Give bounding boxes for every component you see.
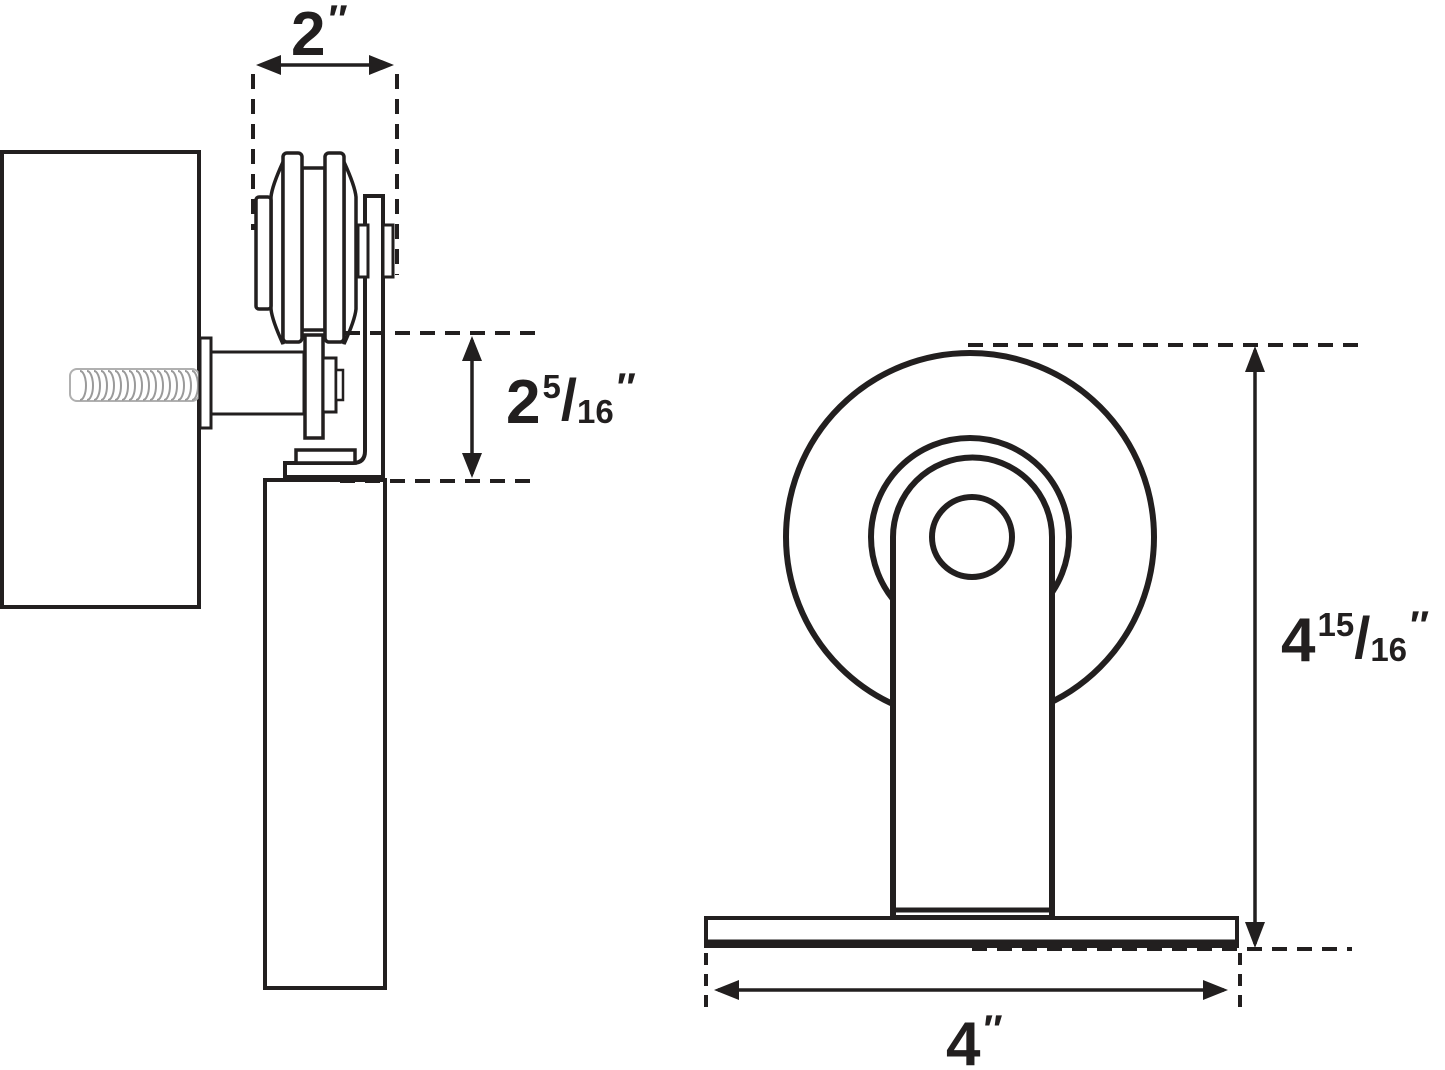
support-strap [890,454,1055,921]
door-clamp-block [294,448,357,465]
side-plate-bracket [283,194,385,479]
wheel-hub-cone-left [269,161,285,345]
arrowhead-left [714,980,739,1000]
inch-mark: ″ [616,366,636,410]
axle-boss [321,356,338,414]
fraction-slash: / [1354,606,1371,671]
label-overall-height-numerator: 15 [1317,606,1355,643]
roller-wheel-side [254,151,370,345]
door-panel [263,478,387,990]
hanger-hub-plate [303,333,325,440]
spacer-barrel [209,350,306,416]
wheel-flange-right [323,151,346,344]
label-overall-height-denominator: 16 [1370,631,1408,668]
dimension-overall-height [968,343,1358,951]
label-track-width: 2″ [291,0,348,82]
label-base-width-value: 4 [946,1010,981,1070]
label-bracket-drop-numerator: 5 [542,368,561,405]
label-track-width-value: 2 [291,0,326,69]
wheel-groove-barrel [300,166,327,332]
bolt-threads [79,370,206,401]
dimension-track-width [251,55,399,275]
arrowhead-left [256,55,281,75]
label-overall-height: 415/16″ [1281,604,1429,688]
wheel-hub-cap-left [254,195,273,311]
label-base-width: 4″ [946,1008,1003,1070]
label-bracket-drop-whole: 2 [506,368,541,437]
mounting-bolt [69,368,206,402]
dimension-bracket-drop [340,331,540,483]
inch-mark: ″ [328,0,348,42]
wheel-hub-cone-right [342,161,358,345]
axle-boss-tip [334,368,345,402]
fraction-slash: / [560,368,577,433]
label-bracket-drop: 25/16″ [506,366,636,450]
dimension-base-width [704,953,1242,1012]
axle-hole [929,494,1015,580]
wheel-flange-left [281,151,304,344]
arrowhead-down [1245,922,1265,948]
inch-mark: ″ [983,1008,1003,1052]
arrowhead-down [462,453,482,478]
anti-jump-tab [381,223,395,279]
front-view [704,343,1358,1012]
arrowhead-up [462,336,482,361]
label-bracket-drop-denominator: 16 [576,393,614,430]
side-view [0,55,540,990]
spacer-washer [198,336,213,430]
arrowhead-right [369,55,394,75]
arrowhead-up [1245,346,1265,372]
label-overall-height-whole: 4 [1281,606,1316,675]
arrowhead-right [1203,980,1228,1000]
inch-mark: ″ [1410,604,1430,648]
wheel-hub-cap-right [356,223,370,279]
